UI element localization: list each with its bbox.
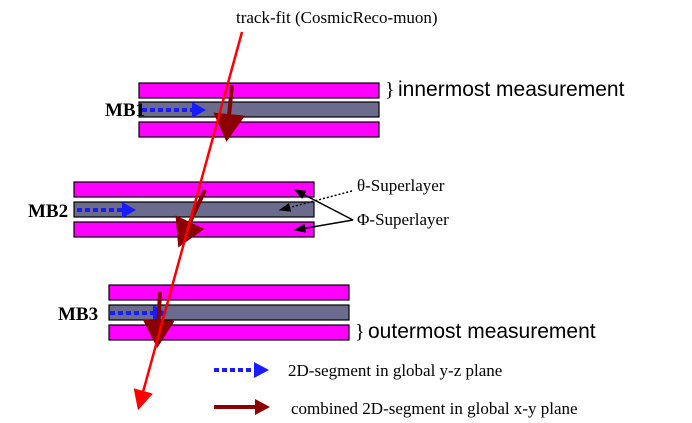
mb3-segment-xy [142,291,175,348]
mb1-note: innermost measurement [398,78,625,101]
legend-xy-label: combined 2D-segment in global x-y plane [291,399,578,418]
mb2-phi-superlayer-bottom [73,221,315,238]
legend-yz-arrowhead [254,362,269,378]
superlayer-annotations: θ-Superlayer Φ-Superlayer [278,176,449,233]
mb3-theta-superlayer [108,304,350,321]
mb3-phi-superlayer-bottom [108,324,350,341]
legend-xy-arrowhead [255,399,270,415]
mb2-segment-yz-arrowhead [122,202,136,218]
track-fit-title: track-fit (CosmicReco-muon) [236,8,438,27]
mb1-brace: } [385,79,395,101]
phi-pointer-top [293,189,354,221]
track-fit-line [133,31,244,411]
legend: 2D-segment in global y-z plane combined … [214,361,578,418]
mb1-phi-superlayer-top [138,82,380,99]
mb2-label: MB2 [28,201,68,222]
mb3-phi-superlayer-top [108,284,350,301]
phi-superlayer-label: Φ-Superlayer [357,210,449,229]
mb1-segment-yz-arrowhead [192,102,206,118]
phi-pointer-bottom [293,219,354,233]
chamber-mb1: MB1 } innermost measurement [105,78,625,138]
mb1-segment-xy [213,84,246,142]
mb1-phi-superlayer-bottom [138,121,380,138]
chamber-mb3: MB3 } outermost measurement [58,284,596,343]
chamber-mb2: MB2 [28,181,315,238]
mb3-brace: } [355,321,365,343]
mb2-phi-superlayer-top [73,181,315,198]
mb3-label: MB3 [58,304,98,325]
legend-yz-label: 2D-segment in global y-z plane [288,361,502,380]
mb1-label: MB1 [105,100,145,121]
mb3-note: outermost measurement [368,320,596,343]
theta-superlayer-label: θ-Superlayer [357,176,445,195]
